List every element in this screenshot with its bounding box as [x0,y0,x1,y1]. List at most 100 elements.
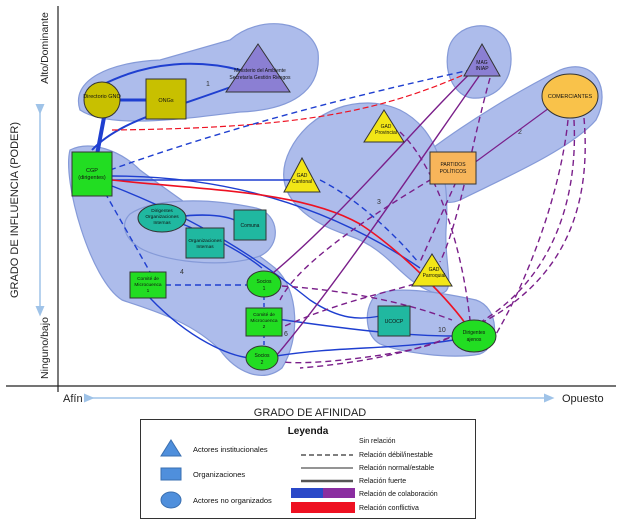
node-ministerio: Ministerio del Ambiente Secretaría Gesti… [225,43,291,93]
group-number-10: 10 [438,327,446,334]
link-mag-gadparroquial [439,77,491,263]
node-comerciantes: COMERCIANTES [541,73,599,119]
node-socios-2: Socios 2 [245,345,279,371]
legend-normal: Relación normal/estable [359,465,434,472]
node-cgp-label-1: CGP [86,168,98,174]
legend-collab-purple [323,488,355,498]
node-ongs: ONGs [145,78,187,120]
group-number-6: 6 [284,331,288,338]
node-organizaciones-internas: Organizaciones Internas [185,227,225,259]
link-gadprov-dirigentes [399,131,471,321]
legend-svg: Leyenda Actores institucionales Organiza… [160,426,438,513]
group-number-2: 2 [518,129,522,136]
link-conflict-dashed [111,71,471,131]
legend-no-organizados: Actores no organizados [193,496,272,505]
node-dirigentes-internas: Dirigentes Organizaciones Internas [137,203,187,233]
legend-debil: Relación débil/inestable [359,452,433,459]
node-comite-2: Comité de Microcuenca 2 [245,307,283,337]
link-cgp-gadparroquial [111,175,421,269]
node-mag-label-2: INIAP [475,66,489,72]
node-dirig-ajenos-label-2: ajenos [467,337,482,343]
y-axis-low-label: Ninguno/bajo [39,317,51,379]
y-axis-high-label: Alto/Dominante [39,12,51,84]
node-gad-parr-label-2: Parroquial [423,273,446,279]
legend-conflict-swatch [291,502,355,513]
node-comite2-label-1: Comité de [253,312,275,318]
link-directorio-ministerio [99,62,241,87]
node-ucocp: UCOCP [377,305,411,337]
y-axis-title: GRADO DE INFLUENCIA (PODER) [9,122,21,298]
group-number-3: 3 [377,199,381,206]
node-ongs-label: ONGs [158,98,174,104]
legend-fuerte: Relación fuerte [359,478,406,485]
group-number-4: 4 [180,269,184,276]
legend-institucionales: Actores institucionales [193,445,268,454]
link-socios2-dirigentes [275,339,455,357]
node-org-int-label-2: Internas [196,244,214,250]
node-dirigentes-label-3: Internas [153,220,171,226]
node-gad-prov-label-2: Provincial [375,130,397,136]
node-socios-1: Socios 1 [246,270,282,298]
node-gad-parroquial: GAD Parroquial [411,253,453,287]
node-cgp: CGP (dirigentes) [71,151,113,197]
legend-sin-relacion: Sin relación [359,438,396,445]
node-comite2-label-3: 2 [263,324,266,330]
node-socios2-label-1: Socios [254,353,270,359]
legend-circle-icon [160,491,182,509]
node-dirig-ajenos-label-1: Dirigentes [463,330,486,336]
link-comerciantes-socios2 [283,119,576,364]
link-gadcantonal-gadparroquial-weak [319,179,419,263]
node-directorio-label: Directorio GNO [83,94,121,100]
legend-conflictiva: Relación conflictiva [359,505,419,512]
link-cgp-comite1-weak [99,183,151,273]
node-mag-label-1: MAG [476,60,488,66]
legend-square-icon [160,467,182,481]
link-socios1-dirigentes-weak [281,285,453,321]
node-ministerio-label-2: Secretaría Gestión Riesgos [229,75,291,81]
legend-collab-blue [291,488,323,498]
link-conflict-cgp-dirigentes [111,179,471,331]
legend-triangle-icon [160,439,182,457]
legend-colaboracion: Relación de colaboración [359,491,438,498]
node-partidos-label-1: PARTIDOS [440,162,466,168]
node-comite1-label-2: Microcuenca [134,282,162,288]
node-org-int-label-1: Organizaciones [188,238,222,244]
node-comite-1: Comité de Microcuenca 1 [129,271,167,299]
node-dirigentes-label-2: Organizaciones [145,214,179,220]
link-socios1-mag [261,65,479,283]
node-socios1-label-2: 1 [263,286,266,292]
node-gad-parr-label-1: GAD [429,267,440,273]
node-comite1-label-3: 1 [147,288,150,294]
node-partidos: PARTIDOS POLÍTICOS [429,151,477,185]
node-socios2-label-2: 2 [261,360,264,366]
link-comite1-socios2 [149,297,251,359]
link-partidos-comerciantes [469,99,561,167]
group-3-blob [283,102,450,294]
node-gad-cant-label-1: GAD [297,173,308,179]
legend-organizaciones: Organizaciones [193,470,245,479]
node-comite1-label-1: Comité de [137,276,159,282]
node-gad-prov-label-1: GAD [381,124,392,130]
link-comite2-gadparroquial [275,281,421,331]
x-axis-title: GRADO DE AFINIDAD [254,407,367,419]
node-comite2-label-2: Microcuenca [250,318,278,324]
link-socios2-mag [275,71,483,357]
x-axis-high-label: Opuesto [562,393,604,405]
link-partidos-socios1 [279,173,441,301]
node-cgp-label-2: (dirigentes) [78,175,106,181]
node-gad-cantonal: GAD Cantonal [283,156,321,193]
node-gad-provincial: GAD Provincial [363,109,405,143]
legend: Leyenda Actores institucionales Organiza… [140,419,476,519]
node-comuna-label: Comuna [241,223,260,229]
node-socios1-label-1: Socios [256,279,272,285]
node-gad-cant-label-2: Cantonal [292,179,312,185]
link-partidos-gadparroquial [419,181,457,263]
node-directorio: Directorio GNO [83,81,122,119]
node-comerciantes-label: COMERCIANTES [548,94,593,100]
link-comerciantes-socios [299,117,586,369]
node-mag-iniap: MAG INIAP [463,42,501,77]
link-cgp-mag-weak [109,69,471,171]
node-ministerio-label-1: Ministerio del Ambiente [234,68,286,74]
